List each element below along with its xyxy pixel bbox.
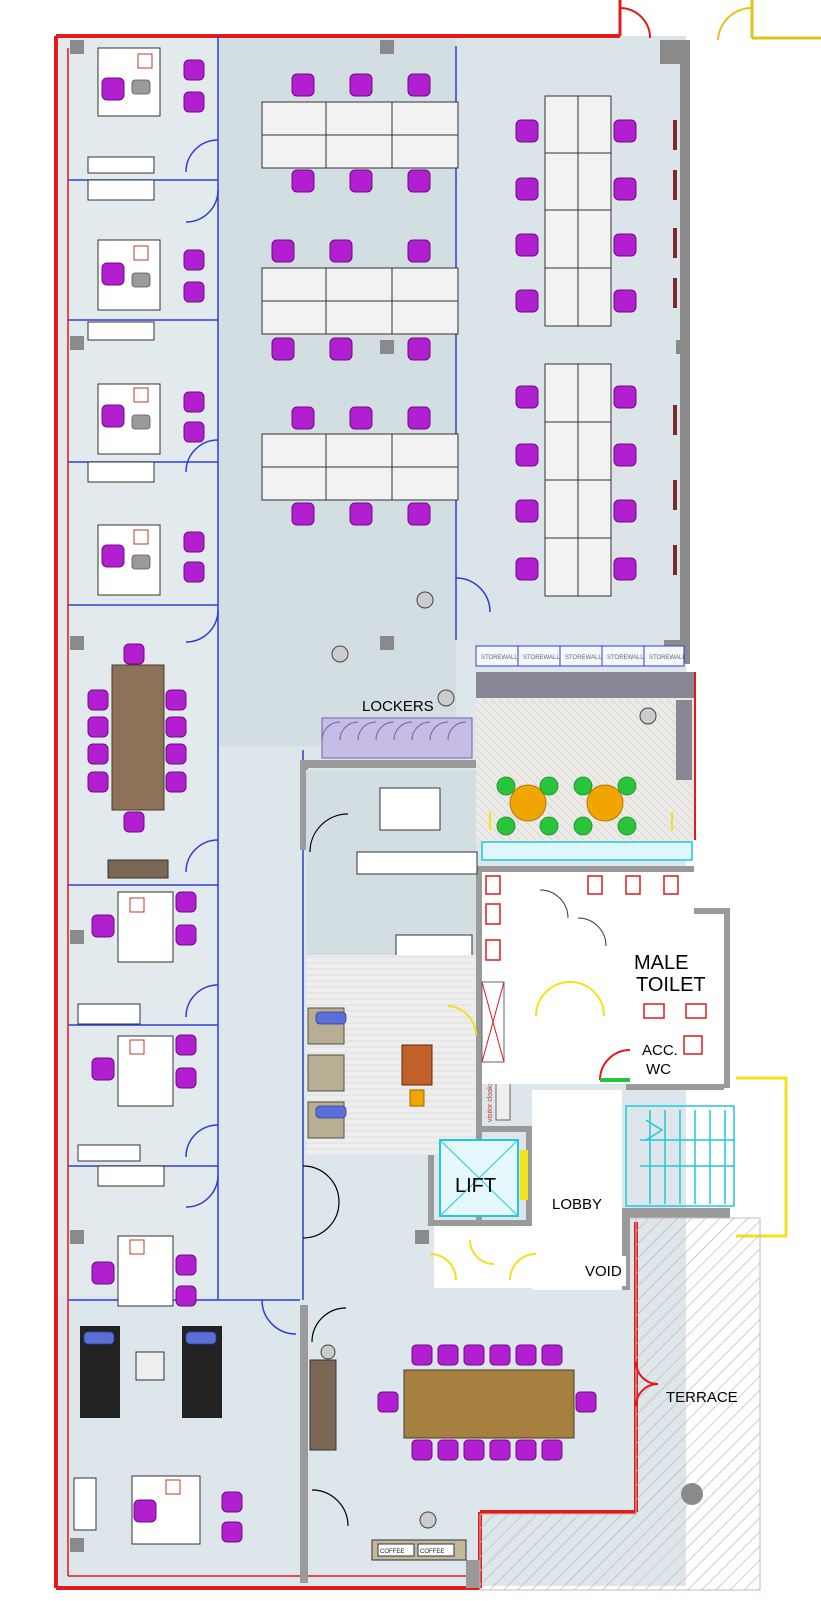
lobby-entrance-doors[interactable] [429,1239,537,1281]
kitchen-breakout [476,672,694,861]
storewall-label: STOREWALL [607,655,644,661]
coffee-station: COFFEE COFFEE [371,1539,467,1561]
workstation-marker [129,53,181,1495]
void-area [578,1256,626,1286]
boardroom-table [403,1369,575,1439]
central-workstation-clusters [261,101,459,501]
filing-cabinet [73,1477,97,1531]
room-label-acc-wc-line1: ACC. [642,1042,678,1059]
toilet-block [482,872,707,1084]
structural-columns [70,40,690,1552]
room-label-terrace: TERRACE [666,1389,738,1406]
room-label-male-toilet-line1: MALE [634,952,688,974]
coffee-label: COFFEE [380,1549,404,1555]
sideboard [107,859,169,879]
coffee-label: COFFEE [420,1549,444,1555]
visitor-chairs [87,59,637,1543]
people-figures [320,591,657,1529]
room-label-lockers: LOCKERS [362,698,434,715]
room-label-acc-wc-line2: WC [646,1061,671,1078]
west-private-offices [77,47,201,1545]
exterior-doors[interactable] [618,0,821,41]
visitor-cloaks-label: visitor cloaks [487,1081,494,1122]
meeting-table [111,664,165,811]
lounge-sofas [80,1326,222,1418]
storewall-label: STOREWALL [565,655,602,661]
room-label-lobby: LOBBY [552,1196,602,1213]
storewall-label: STOREWALL [523,655,560,661]
terrace [479,1217,761,1591]
lockers [321,717,473,759]
room-label-male-toilet-line2: TOILET [636,974,706,996]
lift-shaft [439,1139,528,1217]
service-riser [447,981,505,1063]
storewall-label: STOREWALL [649,655,686,661]
east-workstation-clusters [544,95,612,597]
stair-guard [736,1076,788,1238]
credenza [77,156,165,1187]
storewall-label: STOREWALL [481,655,518,661]
office-desk-chair [131,79,151,570]
lobby-glass-doors[interactable] [302,1165,349,1527]
room-label-lift: LIFT [455,1175,496,1197]
boardroom-credenza [309,1359,337,1451]
staircase [625,1105,735,1207]
storewall-units: STOREWALL STOREWALL STOREWALL STOREWALL … [475,645,686,667]
room-label-void: VOID [585,1263,622,1280]
reception-area: visitor cloaks [306,770,511,1155]
east-wall-fittings [673,120,677,575]
